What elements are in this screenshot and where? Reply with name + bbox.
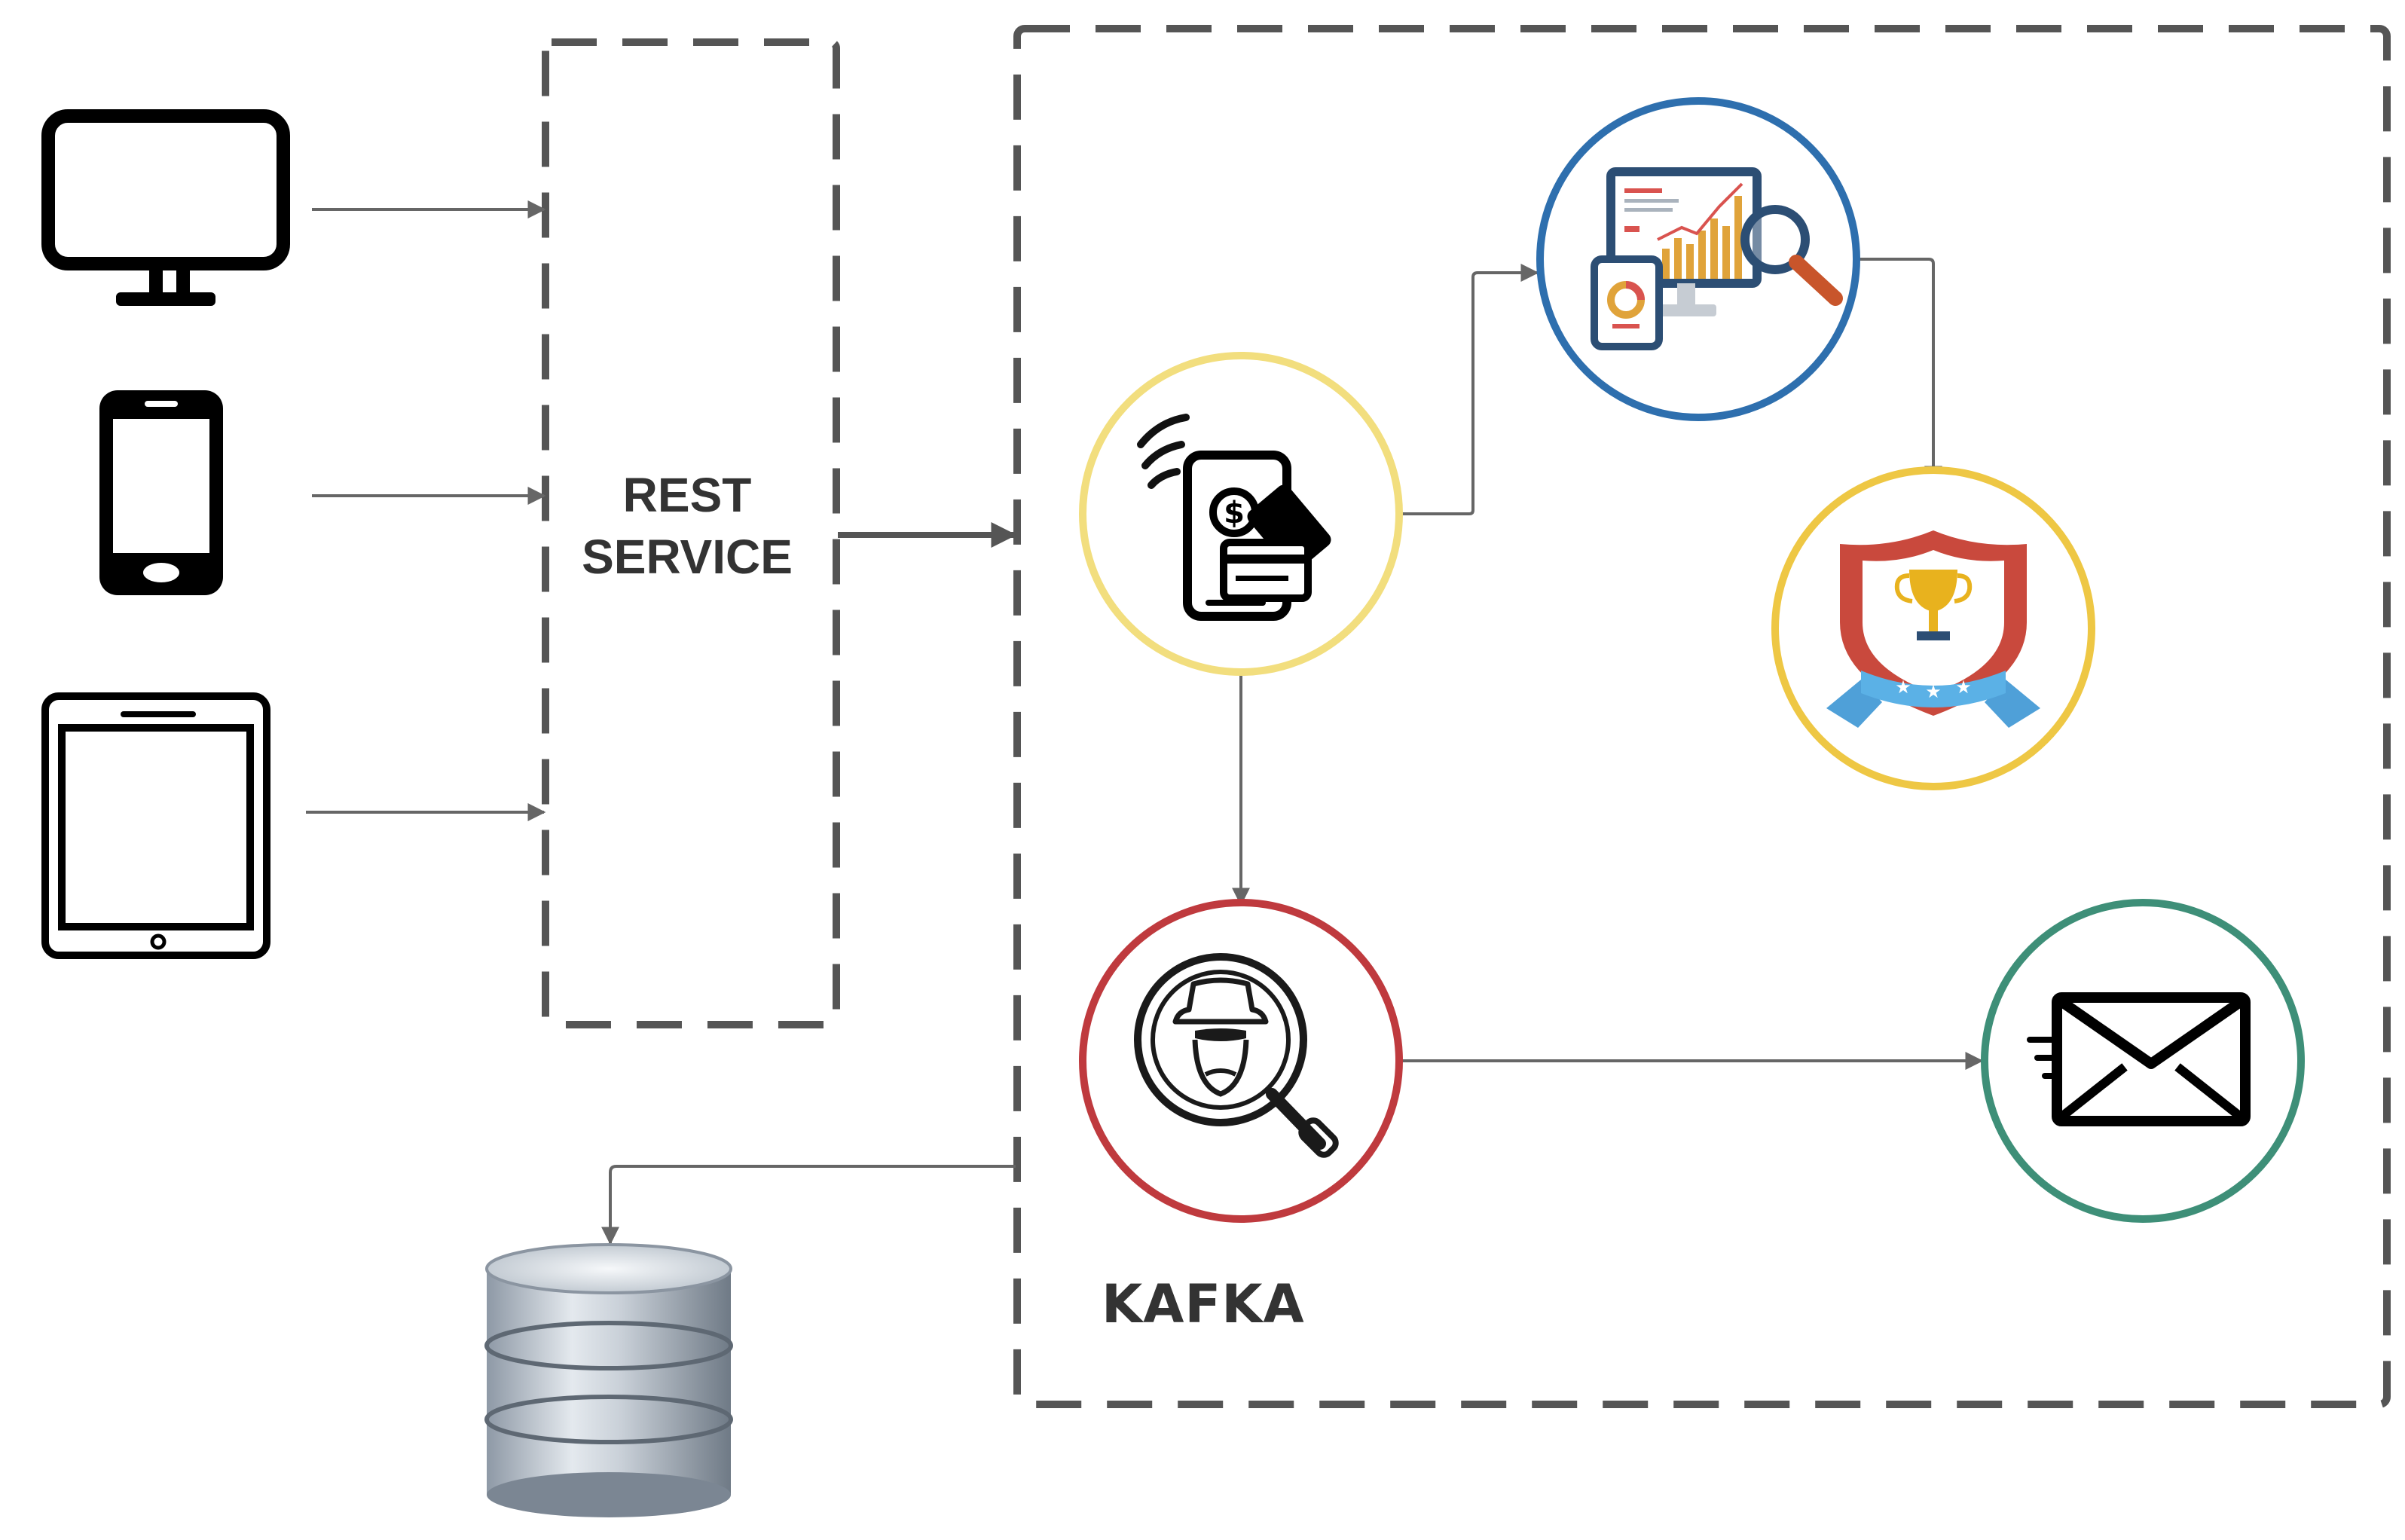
arrow-analytics-to-reward [1856, 258, 1942, 484]
tablet-icon [41, 692, 270, 959]
rest-service-label: REST SERVICE [545, 464, 829, 588]
svg-text:★: ★ [1925, 681, 1942, 702]
arrow-kafka-to-database [601, 1165, 1016, 1245]
email-notification-icon [1981, 899, 2305, 1223]
kafka-container [1013, 25, 2391, 1408]
analytics-dashboard-icon [1536, 97, 1860, 421]
payment-icon: $ [1079, 352, 1403, 676]
rest-label-line2: SERVICE [582, 530, 793, 584]
svg-text:★: ★ [1955, 677, 1972, 698]
svg-text:★: ★ [1895, 677, 1911, 698]
arrow-payment-to-analytics [1401, 264, 1539, 515]
svg-text:$: $ [1224, 496, 1245, 530]
database-icon [484, 1243, 733, 1517]
desktop-monitor-icon [41, 109, 290, 306]
fraud-detection-icon [1079, 899, 1403, 1223]
reward-shield-icon: ★ ★ ★ [1771, 466, 2095, 790]
rest-label-line1: REST [622, 468, 752, 522]
kafka-label: KAFKA [1102, 1273, 1305, 1335]
smartphone-icon [99, 390, 223, 595]
